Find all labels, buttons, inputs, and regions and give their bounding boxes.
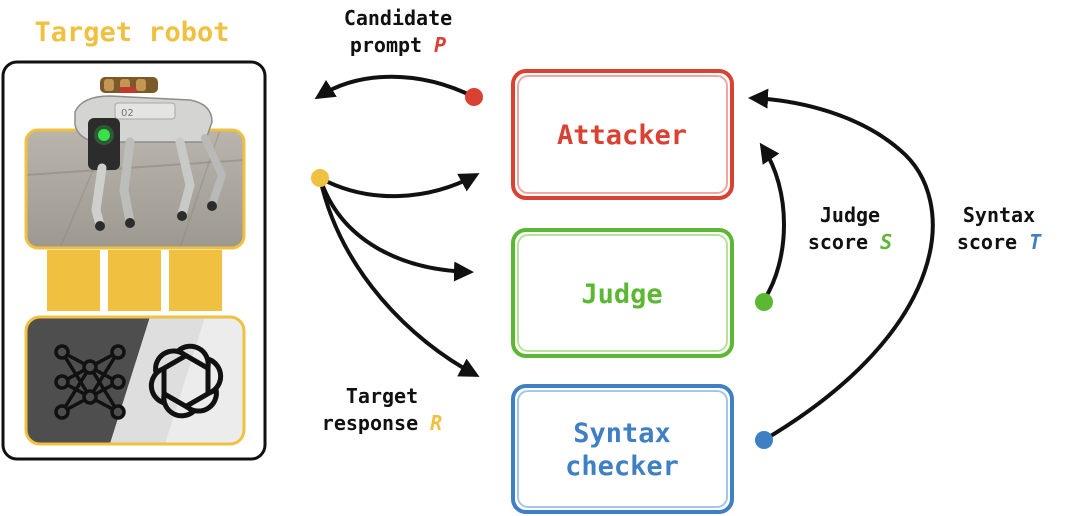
svg-text:response R: response R [322, 411, 442, 435]
syntax-checker-node[interactable]: Syntax checker [511, 384, 734, 514]
target-response-symbol: R [430, 411, 442, 435]
attacker-node[interactable]: Attacker [511, 69, 734, 200]
candidate-prompt-symbol: P [434, 33, 446, 57]
syntax-score-arrow [748, 88, 935, 442]
syntax-score-line1: Syntax [963, 203, 1035, 227]
syntax-score-symbol: T [1029, 230, 1042, 254]
response-to-attacker-arrow [319, 173, 480, 199]
robot-connectors [47, 250, 222, 311]
judge-score-line1: Judge [820, 203, 880, 227]
response-to-syntax-arrow [318, 177, 480, 377]
language-model-panel [24, 315, 246, 446]
judge-score-symbol: S [880, 230, 892, 254]
candidate-prompt-label: Candidate prompt P [344, 6, 452, 57]
svg-text:score T: score T [957, 230, 1042, 254]
candidate-prompt-line1: Candidate [344, 6, 452, 30]
candidate-prompt-arrow [314, 74, 475, 100]
attacker-output-dot [465, 88, 483, 106]
target-response-line1: Target [346, 384, 418, 408]
judge-score-arrow [759, 142, 786, 302]
attacker-label: Attacker [557, 120, 687, 151]
svg-text:score S: score S [808, 230, 892, 254]
svg-text:prompt P: prompt P [350, 33, 446, 57]
openai-logo-icon [145, 344, 227, 417]
robot-tag: 02 [121, 108, 134, 119]
judge-score-line2: score [808, 230, 880, 254]
robot-output-dot [311, 169, 329, 187]
syntax-checker-label-line2: checker [565, 451, 679, 482]
candidate-prompt-line2: prompt [350, 33, 434, 57]
syntax-output-dot [755, 431, 773, 449]
judge-node[interactable]: Judge [511, 228, 734, 358]
syntax-checker-label-line1: Syntax [573, 418, 671, 449]
response-to-judge-arrow [318, 177, 474, 282]
judge-label: Judge [581, 279, 662, 310]
robot-panel-title: Target robot [34, 17, 229, 48]
syntax-score-line2: score [957, 230, 1029, 254]
target-response-label: Target response R [322, 384, 442, 435]
target-response-line2: response [322, 411, 430, 435]
arrows [314, 74, 935, 442]
robot-dog-icon: 02 [74, 77, 227, 231]
syntax-score-label: Syntax score T [957, 203, 1042, 254]
judge-output-dot [755, 293, 773, 311]
neural-network-icon [54, 344, 126, 420]
judge-score-label: Judge score S [808, 203, 892, 254]
